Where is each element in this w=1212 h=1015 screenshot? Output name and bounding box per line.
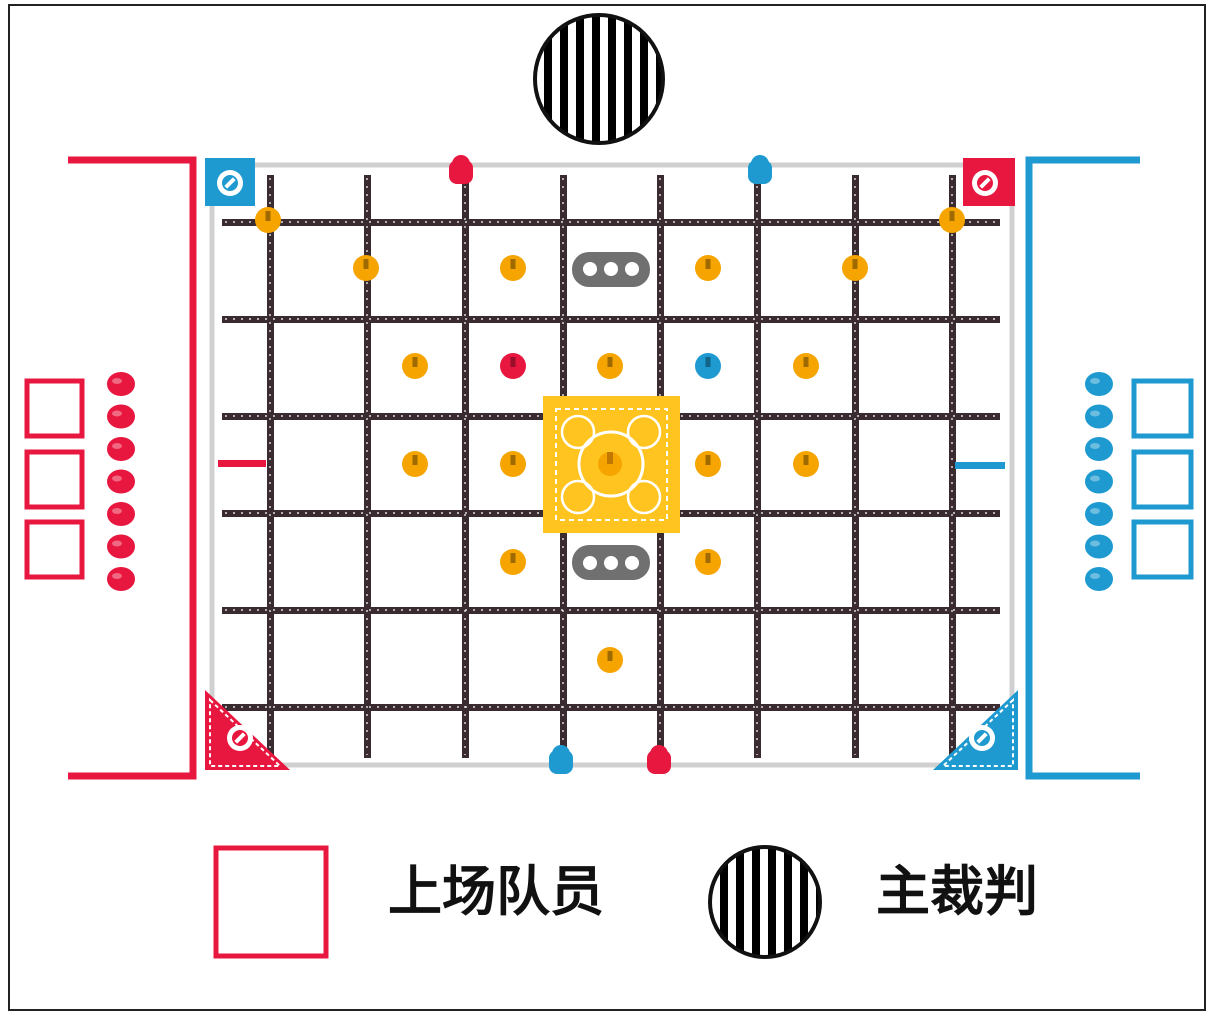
gold-ring <box>842 255 868 281</box>
preload-rings <box>107 372 1113 591</box>
blue-wall-ring <box>748 155 772 184</box>
red-alliance-station <box>68 156 266 780</box>
red-driver-box <box>24 519 85 580</box>
red-wall-ring <box>449 155 473 184</box>
blue-preload-ring <box>1085 404 1113 429</box>
blue-corner-goal-bottom-right <box>933 690 1018 770</box>
blue-preload-ring <box>1085 469 1113 494</box>
legend-referee-label: 主裁判 <box>876 860 1038 923</box>
legend-driver-box <box>213 845 329 959</box>
gold-ring <box>939 207 965 233</box>
blue-corner-goal-top-left <box>205 158 255 206</box>
gold-ring <box>793 451 819 477</box>
red-driver-box <box>24 449 85 510</box>
red-preload-ring <box>107 404 135 429</box>
gold-ring <box>793 353 819 379</box>
red-corner-goal-top-right <box>963 158 1015 206</box>
red-wall-ring <box>647 745 671 774</box>
legend-on-field-label: 上场队员 <box>388 860 604 923</box>
red-preload-ring <box>107 567 135 591</box>
blue-preload-ring <box>1085 502 1113 526</box>
red-preload-ring <box>107 469 135 494</box>
gold-ring <box>402 451 428 477</box>
blue-ring <box>695 353 721 379</box>
blue-driver-boxes <box>1131 378 1194 580</box>
gold-ring <box>597 647 623 673</box>
blue-preload-ring <box>1085 534 1113 559</box>
red-preload-ring <box>107 534 135 559</box>
gold-ring <box>500 255 526 281</box>
gold-ring <box>353 255 379 281</box>
gray-goal-bottom <box>572 545 650 580</box>
center-goal <box>543 396 680 533</box>
red-preload-ring <box>107 437 135 461</box>
referee-position-top <box>533 13 665 145</box>
red-ring <box>500 353 526 379</box>
red-driver-boxes <box>24 378 85 580</box>
blue-driver-box <box>1131 449 1194 510</box>
gold-ring <box>500 549 526 575</box>
gold-ring <box>695 255 721 281</box>
gray-goal-top <box>572 252 650 287</box>
gold-ring <box>402 353 428 379</box>
gold-ring <box>255 207 281 233</box>
red-preload-ring <box>107 372 135 396</box>
legend <box>213 845 822 959</box>
gold-ring <box>695 451 721 477</box>
red-corner-goal-bottom-left <box>205 690 290 770</box>
gold-ring <box>597 353 623 379</box>
blue-preload-ring <box>1085 567 1113 591</box>
blue-wall-ring <box>549 745 573 774</box>
blue-alliance-station <box>955 156 1140 780</box>
blue-preload-ring <box>1085 372 1113 396</box>
blue-driver-box <box>1131 378 1194 439</box>
gold-ring <box>500 451 526 477</box>
legend-referee-icon <box>708 845 822 959</box>
red-preload-ring <box>107 502 135 526</box>
gold-ring <box>695 549 721 575</box>
red-driver-box <box>24 378 85 439</box>
field-rings <box>255 155 965 774</box>
blue-preload-ring <box>1085 437 1113 461</box>
blue-driver-box <box>1131 519 1194 580</box>
